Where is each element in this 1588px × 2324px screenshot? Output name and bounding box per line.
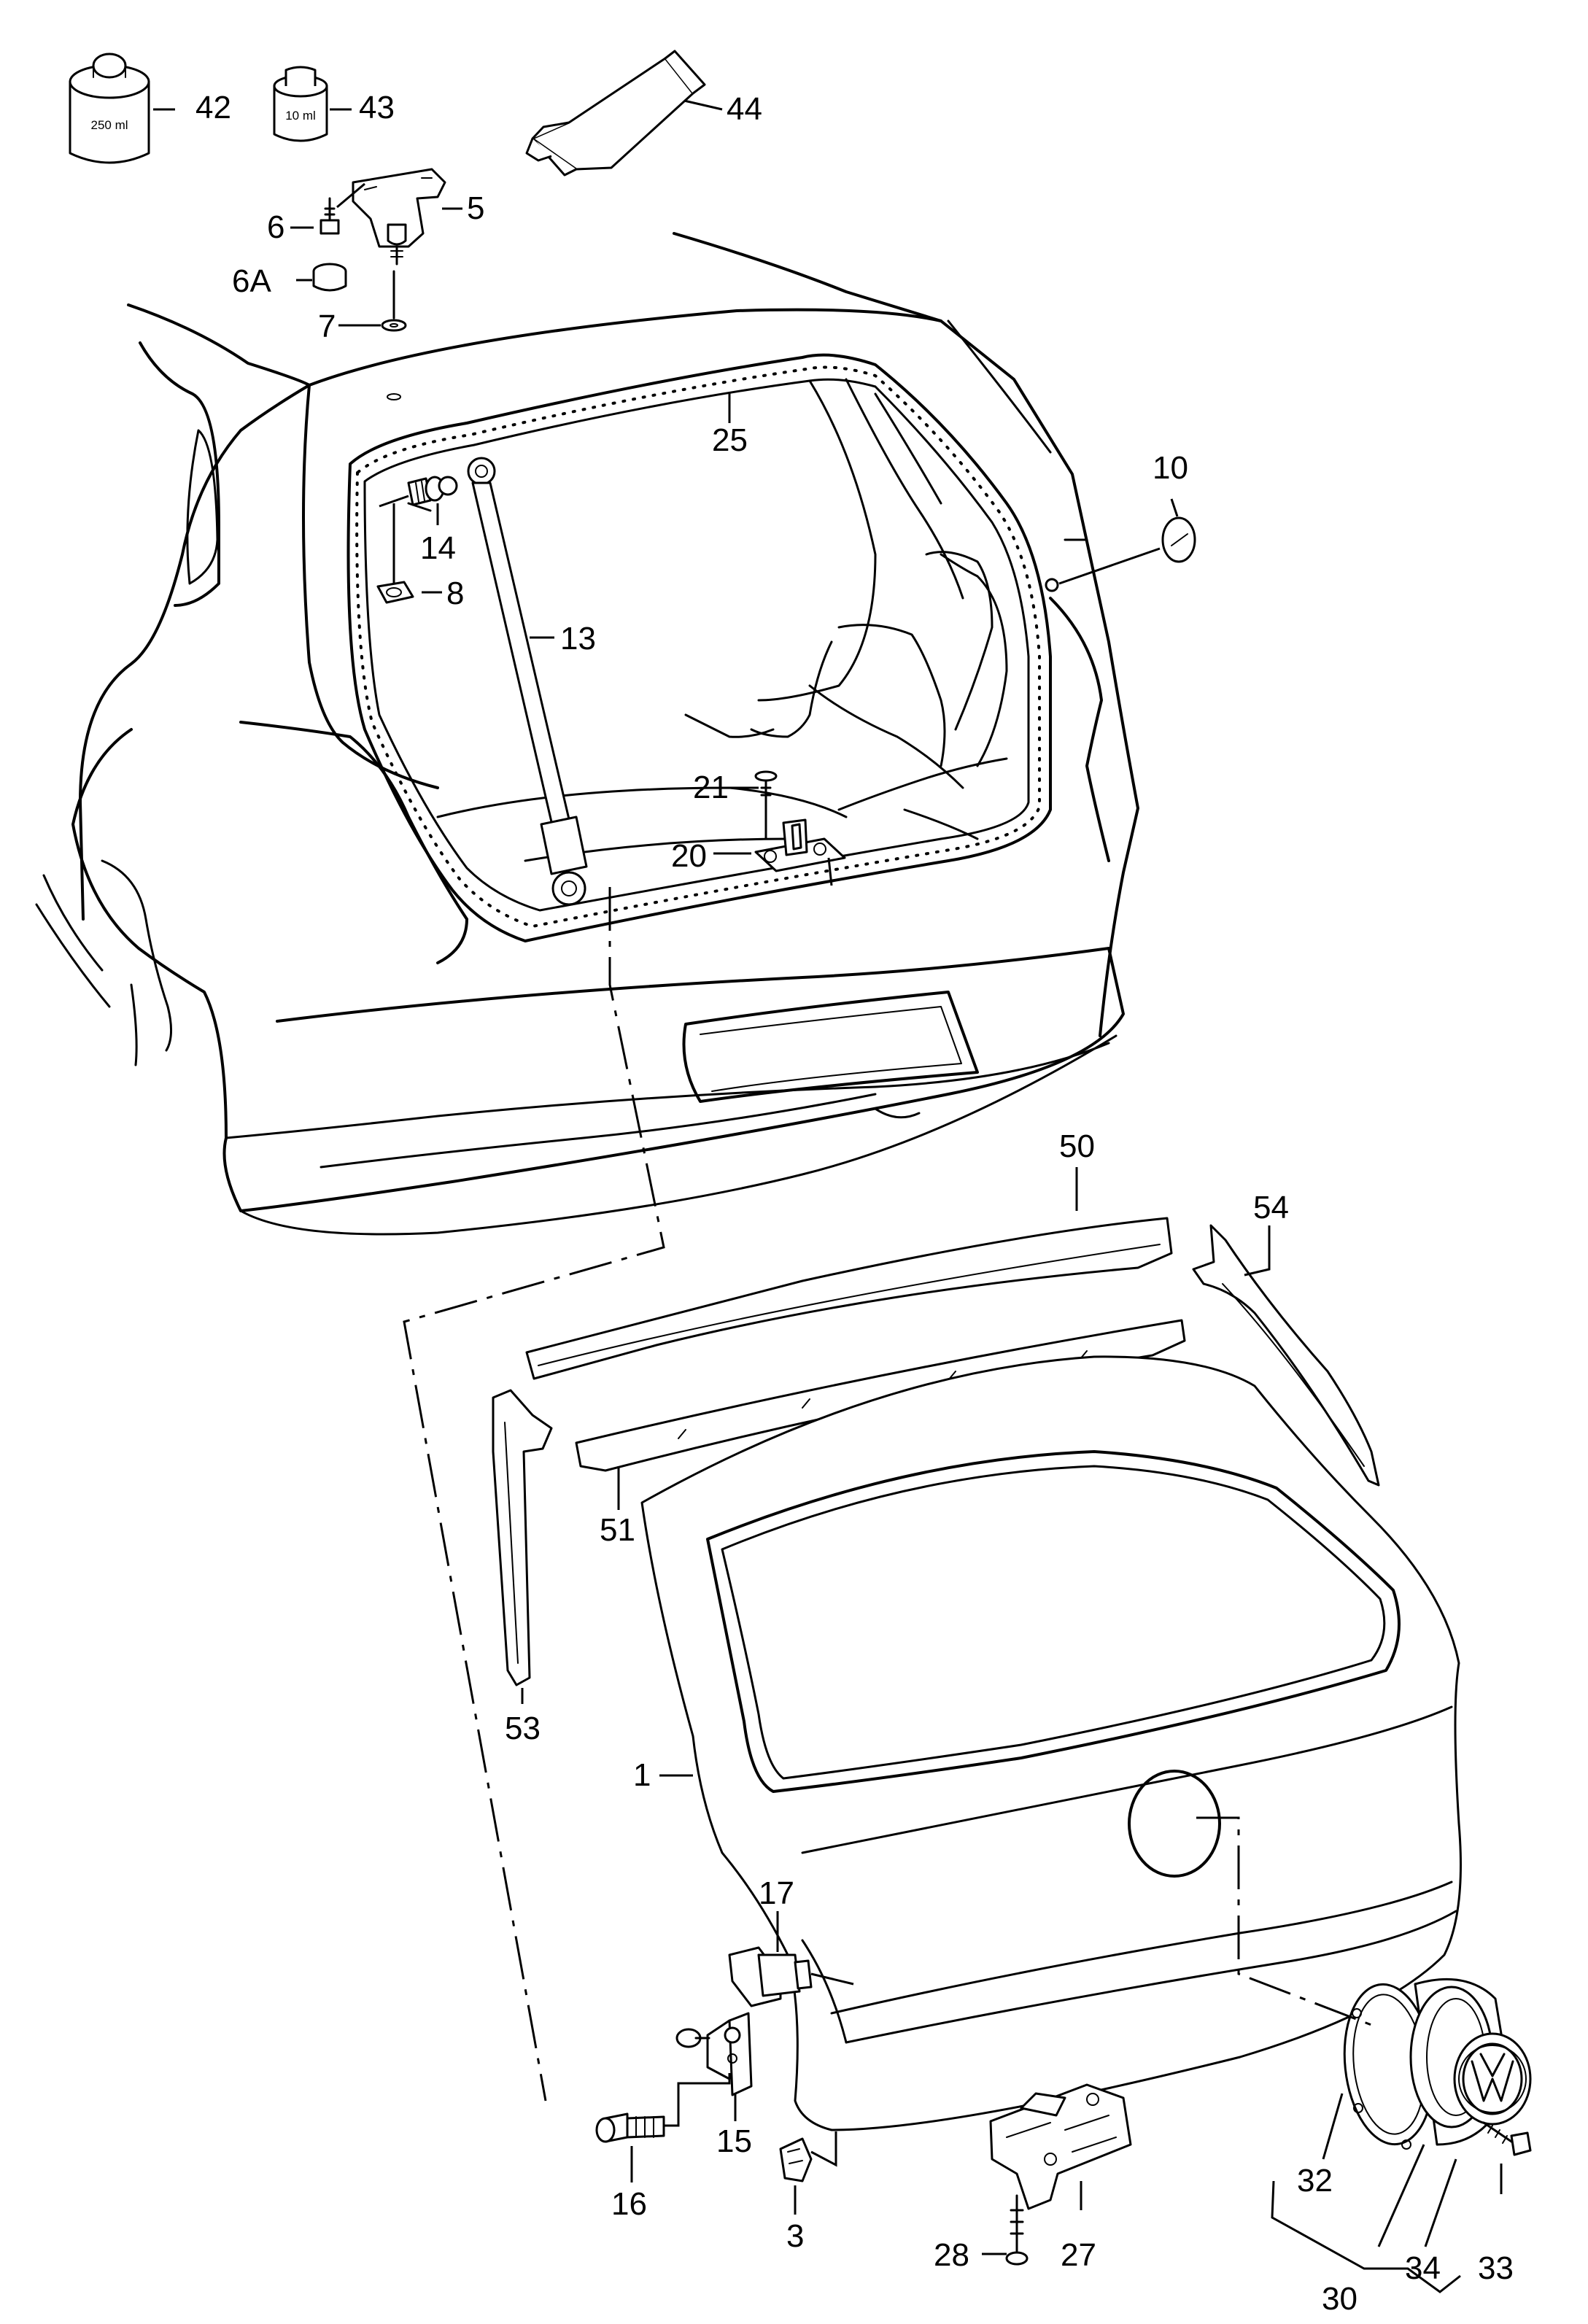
part-21-screw: [754, 770, 778, 839]
callout-8: 8: [446, 576, 464, 611]
callout-28: 28: [934, 2237, 969, 2273]
part-53-left-trim: [492, 1389, 553, 1686]
callout-21: 21: [693, 770, 729, 805]
part-20-striker: [754, 818, 846, 872]
part-50-spoiler: [525, 1217, 1173, 1380]
callout-20: 20: [671, 838, 707, 874]
part-8-nut: [376, 495, 414, 604]
part-16-bolt: [595, 2073, 731, 2143]
callout-33: 33: [1478, 2250, 1514, 2286]
part-10-cap: [1045, 516, 1196, 592]
callout-54: 54: [1253, 1190, 1289, 1225]
callout-27: 27: [1061, 2237, 1096, 2273]
part-27-latch: [989, 2083, 1132, 2210]
part-54-right-trim: [1192, 1224, 1380, 1487]
callout-43: 43: [359, 90, 395, 125]
callout-13: 13: [560, 621, 596, 656]
leader-lines: [153, 99, 1503, 2293]
callout-7: 7: [318, 309, 336, 344]
callout-1: 1: [633, 1757, 651, 1793]
part-34-vw-emblem: [1453, 2032, 1532, 2126]
callout-14: 14: [420, 530, 456, 566]
callout-25: 25: [712, 422, 748, 458]
part-28-screw: [1005, 2194, 1029, 2266]
part-44-tube: [525, 50, 706, 177]
callout-6a: 6A: [232, 263, 271, 299]
callout-32: 32: [1297, 2163, 1333, 2199]
callout-44: 44: [727, 91, 762, 127]
assembly-lines: [403, 857, 1372, 2102]
part-7-washer: [381, 270, 407, 400]
part-5-hinge: [352, 168, 446, 266]
callout-16: 16: [611, 2186, 647, 2222]
callout-50: 50: [1059, 1128, 1095, 1164]
callout-34: 34: [1405, 2250, 1441, 2286]
part-1-tailgate: [640, 1355, 1462, 2131]
can-volume-label: 250 ml: [90, 118, 128, 132]
callout-51: 51: [600, 1512, 635, 1548]
part-33-screw: [1482, 2121, 1532, 2156]
callout-30: 30: [1322, 2281, 1357, 2317]
part-17-buffer: [728, 1946, 854, 2007]
part-15-bracket: [675, 2012, 753, 2096]
part-3-clip: [779, 2137, 813, 2182]
callout-42: 42: [195, 90, 231, 125]
callout-labels: 42 43 44 5 6 6A 7 25 10 14 8 13 21 20 50…: [195, 90, 1514, 2317]
part-42-can: 250 ml: [69, 53, 150, 164]
callout-3: 3: [786, 2218, 804, 2254]
part-6a-nut: [312, 263, 347, 292]
callout-6: 6: [267, 209, 284, 245]
bottle-volume-label: 10 ml: [285, 109, 316, 123]
callout-15: 15: [716, 2123, 752, 2159]
callout-10: 10: [1153, 450, 1188, 486]
part-43-bottle: 10 ml: [273, 66, 328, 142]
callout-53: 53: [505, 1711, 541, 1746]
part-14-ball-stud: [407, 476, 458, 506]
callout-5: 5: [467, 190, 484, 226]
part-13-gas-strut: [467, 457, 588, 906]
vehicle-rear-body: [35, 232, 1139, 1236]
part-51-upper-trim: [575, 1319, 1186, 1472]
callout-17: 17: [759, 1875, 794, 1911]
part-6-bolt: [319, 182, 365, 235]
